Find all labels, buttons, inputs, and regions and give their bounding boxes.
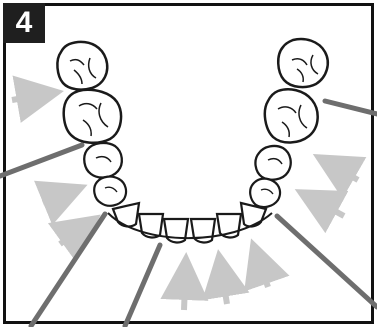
- arrow-front-3-icon: [253, 244, 268, 287]
- left-molar-2-icon: [64, 90, 121, 143]
- left-teeth-group: [57, 42, 126, 206]
- step-number-badge: 4: [3, 3, 45, 43]
- left-premolar-2-icon: [94, 177, 126, 206]
- arrow-left-middle-icon: [43, 187, 82, 203]
- arrow-front-1-icon: [184, 258, 186, 310]
- canine-left-icon: [113, 203, 139, 226]
- left-premolar-1-icon: [84, 143, 122, 178]
- brush-right-lower-icon: [277, 216, 377, 307]
- arrow-left-upper-icon: [12, 92, 58, 100]
- toothbrush-strokes: [0, 101, 377, 326]
- brush-left-lower-icon: [31, 214, 105, 326]
- arrow-right-upper-icon: [318, 157, 358, 180]
- arrow-right-lower-icon: [300, 192, 344, 216]
- front-teeth-group: [113, 203, 266, 242]
- arrow-front-2-icon: [219, 255, 227, 304]
- right-molar-2-icon: [265, 89, 318, 142]
- right-teeth-group: [250, 39, 328, 207]
- brush-right-upper-icon: [325, 101, 377, 114]
- brush-left-upper-icon: [0, 145, 82, 176]
- right-premolar-1-icon: [255, 146, 290, 180]
- brush-center-left-icon: [125, 245, 160, 326]
- right-premolar-2-icon: [250, 179, 280, 207]
